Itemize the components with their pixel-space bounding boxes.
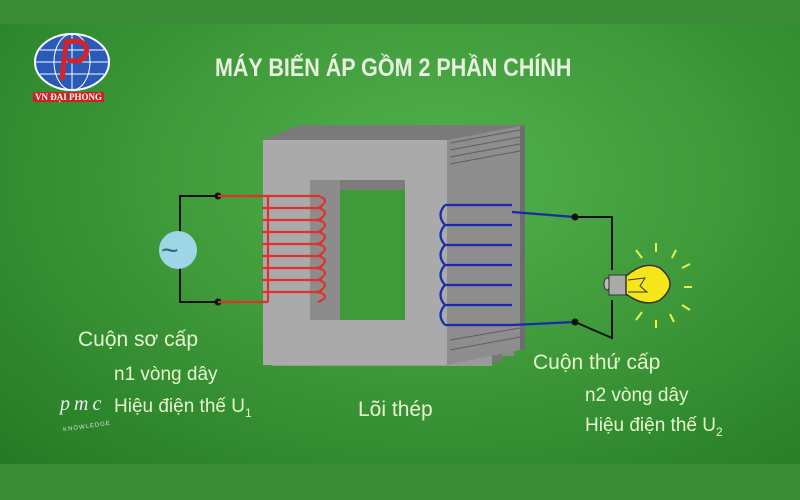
core-label: Lõi thép xyxy=(358,398,433,421)
logo-text: VN ĐẠI PHONG xyxy=(33,92,104,102)
node-dot xyxy=(571,213,579,221)
primary-coil xyxy=(218,194,327,304)
secondary-turns: n2 vòng dây xyxy=(585,385,689,406)
secondary-voltage: Hiệu điện thế U2 xyxy=(585,415,723,439)
primary-coil-label: Cuộn sơ cấp xyxy=(78,328,199,351)
page-title: MÁY BIẾN ÁP GỒM 2 PHẦN CHÍNH xyxy=(215,54,572,82)
bottom-band xyxy=(0,464,800,500)
ac-symbol: ~ xyxy=(161,234,179,267)
top-band xyxy=(0,0,800,24)
pmc-watermark: pmc xyxy=(60,393,106,415)
secondary-voltage-sub: 2 xyxy=(715,424,723,439)
light-bulb-icon xyxy=(603,243,692,328)
logo-globe-icon xyxy=(34,33,110,91)
secondary-coil xyxy=(439,203,576,327)
node-dot xyxy=(571,318,579,326)
secondary-circuit-wire xyxy=(574,216,613,340)
iron-core xyxy=(263,125,525,366)
primary-voltage-sub: 1 xyxy=(244,405,252,420)
secondary-voltage-text: Hiệu điện thế U xyxy=(585,415,716,436)
primary-voltage: Hiệu điện thế U1 xyxy=(114,396,252,420)
primary-turns: n1 vòng dây xyxy=(114,364,218,385)
primary-circuit-wire xyxy=(179,195,218,303)
ac-source-icon xyxy=(159,231,197,269)
secondary-coil-label: Cuộn thứ cấp xyxy=(533,351,661,374)
primary-voltage-text: Hiệu điện thế U xyxy=(114,396,245,417)
